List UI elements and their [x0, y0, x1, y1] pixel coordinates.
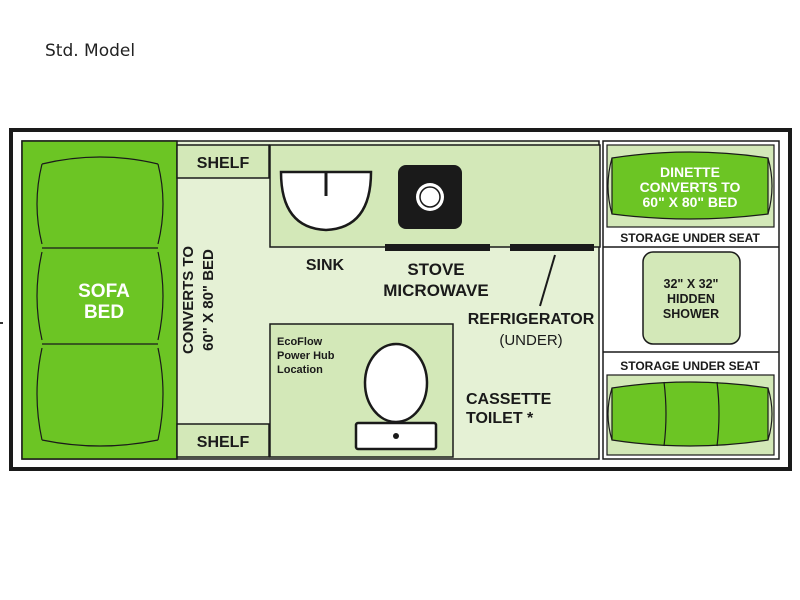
toilet [354, 342, 438, 451]
dinette-label-1: DINETTE [660, 164, 720, 180]
shelf-top [176, 144, 270, 179]
refrigerator-label: REFRIGERATOR [468, 311, 595, 328]
shelf-bottom [176, 423, 270, 458]
shower-label-3: SHOWER [663, 307, 719, 321]
dinette-top-seat [606, 144, 775, 228]
shower-label-1: 32" X 32" [664, 277, 719, 291]
toilet-label-2: TOILET * [466, 410, 534, 427]
converts-label-1: CONVERTS TO [180, 246, 197, 354]
converts-label-2: 60" X 80" BED [200, 249, 217, 351]
shelf-bottom-label: SHELF [197, 434, 250, 451]
stove-label-2: MICROWAVE [383, 281, 488, 300]
toilet-label-1: CASSETTE [466, 391, 552, 408]
shower-label-2: HIDDEN [667, 292, 715, 306]
sink [279, 170, 373, 232]
sofa-bed [21, 140, 178, 460]
storage-top-label: STORAGE UNDER SEAT [620, 231, 760, 245]
refrigerator-sub-label: (UNDER) [499, 332, 562, 349]
edge-mark [0, 322, 3, 324]
ecoflow-label-3: Location [277, 364, 323, 376]
refrigerator-strip [510, 244, 594, 251]
ecoflow-label-2: Power Hub [277, 350, 335, 362]
sofa-label-1: SOFA [78, 281, 130, 302]
dinette-label-2: CONVERTS TO [640, 179, 741, 195]
stove-label-1: STOVE [407, 260, 464, 279]
ecoflow-label-1: EcoFlow [277, 336, 323, 348]
model-label: Std. Model [45, 41, 136, 61]
sink-label: SINK [306, 257, 345, 274]
dinette-bottom-seat [606, 374, 775, 456]
storage-bottom-label: STORAGE UNDER SEAT [620, 359, 760, 373]
hidden-shower [642, 251, 741, 345]
dinette-label-3: 60" X 80" BED [643, 194, 738, 210]
stove [398, 165, 462, 229]
microwave-strip [385, 244, 490, 251]
refrigerator-pointer [539, 254, 556, 307]
sofa-label-2: BED [84, 302, 124, 323]
shelf-top-label: SHELF [197, 155, 250, 172]
